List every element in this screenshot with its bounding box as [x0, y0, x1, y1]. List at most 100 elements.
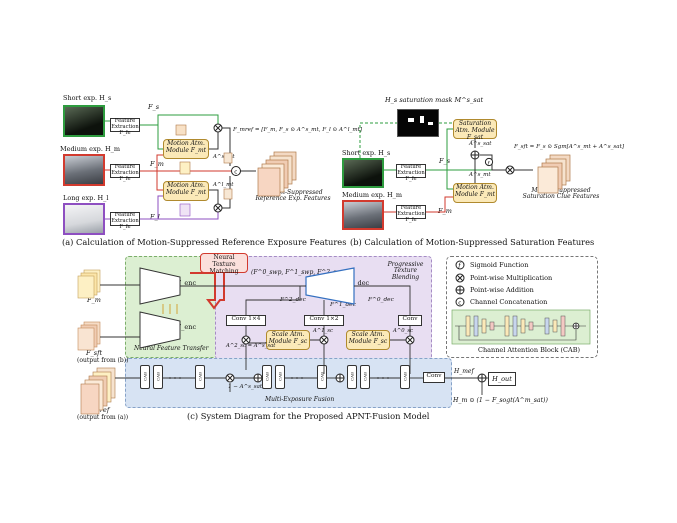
add-icon — [477, 373, 487, 383]
add-icon — [335, 373, 345, 383]
h-out-box: H_out — [488, 372, 516, 386]
cab-block: CAB — [347, 365, 357, 389]
cab-block: CAB — [153, 365, 163, 389]
svg-text:f: f — [457, 263, 462, 270]
saturation-attention-module: Saturation Atm. Module F_sat — [453, 119, 497, 141]
f-l-label: F_l — [150, 213, 160, 221]
legend-cab-title: Channel Attention Block (CAB) — [478, 346, 581, 354]
a0-sc-label: A^0_sc — [393, 328, 413, 334]
feature-extraction-medium: Feature Extraction F_fe — [110, 164, 140, 182]
legend-concat: Channel Concatenation — [470, 298, 548, 306]
neural-texture-matching-box: Neural Texture Matching — [200, 253, 248, 275]
f-s-label-b: F_s — [439, 157, 451, 165]
feature-extraction-short-b: Feature Extraction F_fe — [396, 164, 426, 182]
conv-box: Conv — [398, 315, 422, 326]
multiply-icon — [241, 335, 251, 345]
decoder-shape — [305, 267, 355, 305]
cab-block: CAB — [275, 365, 285, 389]
a-l-mt-label: A^l_mt — [213, 182, 234, 188]
legend-mult: Point-wise Multiplication — [470, 274, 553, 282]
add-icon — [455, 285, 465, 295]
cab-block: CAB — [140, 365, 150, 389]
ntm-arrow — [190, 272, 225, 310]
motion-suppressed-reference-label: Motion-Suppressed Reference Exp. Feature… — [255, 189, 331, 203]
short-exp-label-b: Short exp. H_s — [342, 149, 391, 157]
short-exp-label: Short exp. H_s — [63, 94, 112, 102]
f-sft-note: (output from (b)) — [77, 357, 129, 364]
feature-extraction-long: Feature Extraction F_fe — [110, 212, 140, 230]
a2-sc-label: A^2_sc = A^s_sat — [226, 343, 276, 349]
legend-border — [446, 256, 598, 358]
add-icon — [253, 373, 263, 383]
svg-text:c: c — [234, 170, 237, 176]
conv-1x4-box: Conv 1×4 — [226, 315, 266, 326]
multiply-icon-b — [505, 165, 515, 175]
caption-b: (b) Calculation of Motion-Suppressed Sat… — [350, 237, 595, 247]
feature-extraction-short: Feature Extraction F_fe — [110, 118, 140, 136]
sigmoid-icon — [484, 157, 494, 167]
scale-attention-module-2: Scale Atm. Module F_sc — [346, 330, 390, 350]
a-s-sat-label: A^s_sat — [469, 141, 492, 147]
medium-exp-label: Medium exp. H_m — [60, 145, 121, 153]
conv-1x2-box: Conv 1×2 — [304, 315, 344, 326]
concat-icon — [231, 166, 241, 176]
f-sft-input-label: F_sft — [86, 349, 103, 357]
multiply-icon — [405, 335, 415, 345]
f-mref-stack — [80, 367, 116, 415]
saturation-mask-label: H_s saturation mask M^s_sat — [385, 96, 484, 104]
f-m-stack — [77, 269, 101, 299]
conv-out-box: Conv — [423, 372, 445, 383]
h-m-formula: H_m ⊙ (1 − F_sogt(A^m_sat)) — [453, 397, 548, 404]
progressive-texture-blending-label: Progressive Texture Blending — [387, 261, 424, 281]
swap-features-label: (F^0_swp, F^1_swp, F^2_swp) — [251, 269, 348, 276]
caption-a: (a) Calculation of Motion-Suppressed Ref… — [62, 237, 347, 247]
concat-icon — [455, 297, 465, 307]
multiply-icon — [213, 123, 223, 213]
motion-attention-module-b: Motion Atm. Module F_mt — [453, 183, 497, 203]
f-mref-formula: F_mref = [F_m, F_s ⊙ A^s_mt, F_l ⊙ A^l_m… — [233, 127, 363, 133]
f-s-label: F_s — [148, 103, 160, 111]
svg-text:f: f — [487, 161, 491, 167]
cab-block: CAB — [195, 365, 205, 389]
a1-sc-label: A^1_sc — [313, 328, 333, 334]
medium-exposure-image — [63, 154, 105, 186]
neural-feature-transfer-label: Neural Feature Transfer — [134, 345, 209, 352]
one-minus-a-sat-label: 1 − A^s_sat — [228, 384, 263, 390]
motion-attention-module-top: Motion Atm. Module F_mt — [163, 139, 209, 159]
saturation-mask-image — [397, 109, 439, 137]
h-mef-label: H_mef — [454, 368, 474, 375]
multi-exposure-fusion-label: Multi-Exposure Fusion — [265, 396, 335, 403]
medium-exp-label-b: Medium exp. H_m — [342, 191, 403, 199]
multi-exposure-fusion-region — [125, 358, 452, 408]
cab-block: CAB — [262, 365, 272, 389]
f1-dec-label: F^1_dec — [330, 302, 356, 308]
multiply-icon — [225, 373, 235, 383]
f-mref-note: (output from (a)) — [77, 414, 129, 421]
add-icon — [470, 150, 480, 160]
motion-suppressed-saturation-label: Motion-Suppressed Saturation Clue Featur… — [522, 187, 600, 201]
short-exposure-image — [63, 105, 105, 137]
multiply-icon — [319, 335, 329, 345]
caption-c: (c) System Diagram for the Proposed APNT… — [187, 411, 430, 421]
cab-block: CAB — [400, 365, 410, 389]
sigmoid-icon — [455, 260, 465, 270]
feature-extraction-medium-b: Feature Extraction F_fe — [396, 205, 426, 223]
svg-text:c: c — [458, 300, 461, 306]
cab-block: CAB — [317, 365, 327, 389]
f-sft-formula: F_sft = F_s ⊙ Sgm[A^s_mt + A^s_sat] — [514, 144, 625, 150]
f-m-input-label: F_m — [87, 296, 101, 304]
cab-block: CAB — [360, 365, 370, 389]
long-exposure-image — [63, 203, 105, 235]
legend-add: Point-wise Addition — [470, 286, 534, 294]
scale-attention-module-1: Scale Atm. Module F_sc — [266, 330, 310, 350]
short-exposure-image-b — [342, 158, 384, 188]
medium-exposure-image-b — [342, 200, 384, 230]
a-s-mt-label-b: A^s_mt — [469, 172, 491, 178]
long-exp-label: Long exp. H_l — [63, 194, 109, 202]
multiply-icon — [455, 273, 465, 283]
f0-dec-label: F^0_dec — [368, 297, 394, 303]
legend-sigmoid: Sigmoid Function — [470, 261, 529, 269]
